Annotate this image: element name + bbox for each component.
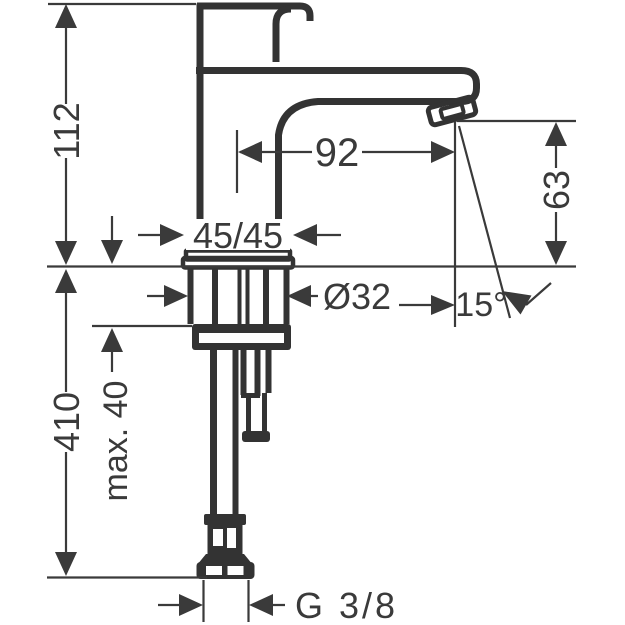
aerator-housing <box>425 94 479 128</box>
reference-lines <box>47 2 576 622</box>
thread-window-right <box>227 566 244 575</box>
arrow-down-icon <box>55 552 77 576</box>
handle-stem <box>272 5 292 62</box>
arrow-left-icon <box>249 594 273 616</box>
connector-collar <box>204 514 246 525</box>
label-background <box>186 219 290 250</box>
arrow-down-icon <box>545 241 567 265</box>
dimension-body-45-45: 45/45 <box>138 215 341 256</box>
arrow-right-icon <box>179 594 203 616</box>
dimension-spout-height-63: 63 <box>536 122 577 265</box>
aerator-outlet <box>438 102 466 121</box>
dim-label-4545: 45/45 <box>193 215 283 256</box>
dim-label-410: 410 <box>46 392 87 452</box>
dim-label-g38: G 3/8 <box>295 585 398 625</box>
angle-15deg-slant-line <box>457 125 512 319</box>
threaded-shank <box>187 267 290 324</box>
handle-lever <box>197 2 314 21</box>
dimension-overall-height-112: 112 <box>46 4 87 265</box>
arrow-right-icon <box>160 224 184 246</box>
dimension-hole-diameter-32: Ø32 <box>147 276 391 317</box>
aerator <box>425 94 479 128</box>
hose-connector <box>196 514 255 579</box>
connector-body <box>207 523 243 556</box>
thread-window-left <box>206 566 222 575</box>
arrow-up-left-icon <box>502 291 532 315</box>
mounting-nut <box>192 324 291 350</box>
arrow-left-icon <box>287 285 311 307</box>
dimension-supply-length-410: 410 <box>46 269 87 576</box>
arrow-left-icon <box>293 224 317 246</box>
arrow-up-icon <box>55 269 77 293</box>
dimension-max-mounting-40: max. 40 <box>97 216 135 501</box>
dim-label-92: 92 <box>315 131 360 175</box>
dimension-spout-reach-92: 92 <box>238 131 455 175</box>
arrow-left-icon <box>238 141 262 163</box>
rigid-pipe-lower <box>241 393 267 433</box>
dim-label-max40: max. 40 <box>97 381 135 502</box>
arrow-down-icon <box>101 240 123 264</box>
faucet-outline <box>180 2 480 579</box>
rigid-pipe-upper <box>240 350 272 396</box>
shank-inner-pipe <box>237 267 250 324</box>
mounting-nut-slot <box>199 333 284 343</box>
dim-tails-15deg <box>399 282 552 307</box>
dimension-spout-angle-15: 15° <box>399 282 552 324</box>
arrow-right-icon <box>431 141 455 163</box>
g38-extension-lines <box>202 580 250 622</box>
connector-window-left <box>213 529 223 546</box>
arrow-right-icon <box>164 285 188 307</box>
connector-window-right <box>227 528 236 548</box>
dim-label-63: 63 <box>536 170 577 210</box>
dim-label-112: 112 <box>46 102 87 159</box>
arrow-up-icon <box>55 4 77 28</box>
dimension-thread-g38: G 3/8 <box>158 585 398 625</box>
shank-walls <box>187 267 290 324</box>
dim-label-15deg: 15° <box>455 286 506 324</box>
supply-pipes <box>210 350 272 516</box>
rigid-pipe-end-cap <box>242 431 270 442</box>
arrow-up-icon <box>545 122 567 146</box>
arrow-right-icon <box>431 295 455 315</box>
arrow-down-icon <box>55 241 77 265</box>
dim-label-d32: Ø32 <box>323 276 391 317</box>
arrow-up-icon <box>101 328 123 352</box>
